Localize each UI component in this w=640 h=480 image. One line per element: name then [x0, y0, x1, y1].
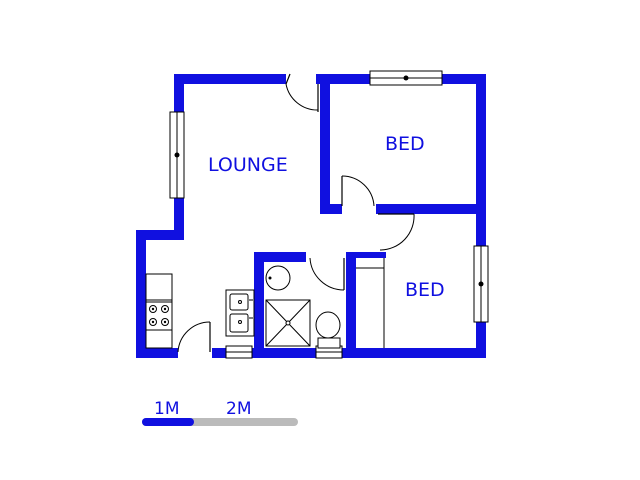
wall-step — [136, 230, 184, 240]
scale-label-2m: 2M — [226, 399, 251, 419]
wall-lounge-top — [174, 74, 286, 84]
cupboard-bed-bottom — [356, 258, 385, 348]
shower-icon — [265, 299, 311, 347]
basin-icon — [265, 265, 291, 291]
wall-bed1-bottom-left — [320, 204, 342, 214]
wall-bottom-left — [136, 348, 178, 358]
walls — [136, 74, 486, 358]
stove-icon — [145, 301, 173, 331]
wall-bottom-right — [346, 348, 486, 358]
wall-bath-left — [254, 252, 264, 358]
toilet-icon — [315, 311, 341, 349]
room-label-bed-bottom: BED — [405, 279, 445, 301]
window-bed-top — [369, 70, 443, 86]
door-bed-bottom — [378, 213, 415, 251]
bathroom-fixtures — [265, 265, 341, 349]
wall-kitchen-left — [136, 230, 146, 358]
kitchen-fixtures — [145, 273, 255, 349]
door-lounge-top — [285, 73, 319, 112]
scale-bar: 1M 2M — [142, 399, 298, 426]
room-label-lounge: LOUNGE — [208, 154, 288, 176]
door-entrance — [177, 321, 211, 353]
wall-bath-right — [346, 252, 356, 358]
wall-bed2-stub — [346, 252, 386, 258]
door-bathroom — [309, 257, 345, 291]
room-label-bed-top: BED — [385, 133, 425, 155]
scale-bar-blue — [142, 418, 194, 426]
window-kitchen-bottom — [225, 345, 253, 359]
wall-bed1-bottom-right — [376, 204, 486, 214]
wall-lounge-bed — [320, 74, 330, 214]
window-lounge-left — [169, 111, 185, 199]
window-bath-bottom — [315, 345, 343, 359]
wall-bottom-mid — [212, 348, 356, 358]
door-bed-top — [341, 175, 375, 207]
scale-label-1m: 1M — [154, 399, 179, 419]
kitchen-sink-icon — [225, 289, 255, 337]
doors — [177, 73, 415, 353]
wall-bath-top — [254, 252, 306, 262]
wall-right — [476, 74, 486, 358]
windows — [169, 70, 489, 359]
window-bed-bottom-right — [473, 245, 489, 323]
